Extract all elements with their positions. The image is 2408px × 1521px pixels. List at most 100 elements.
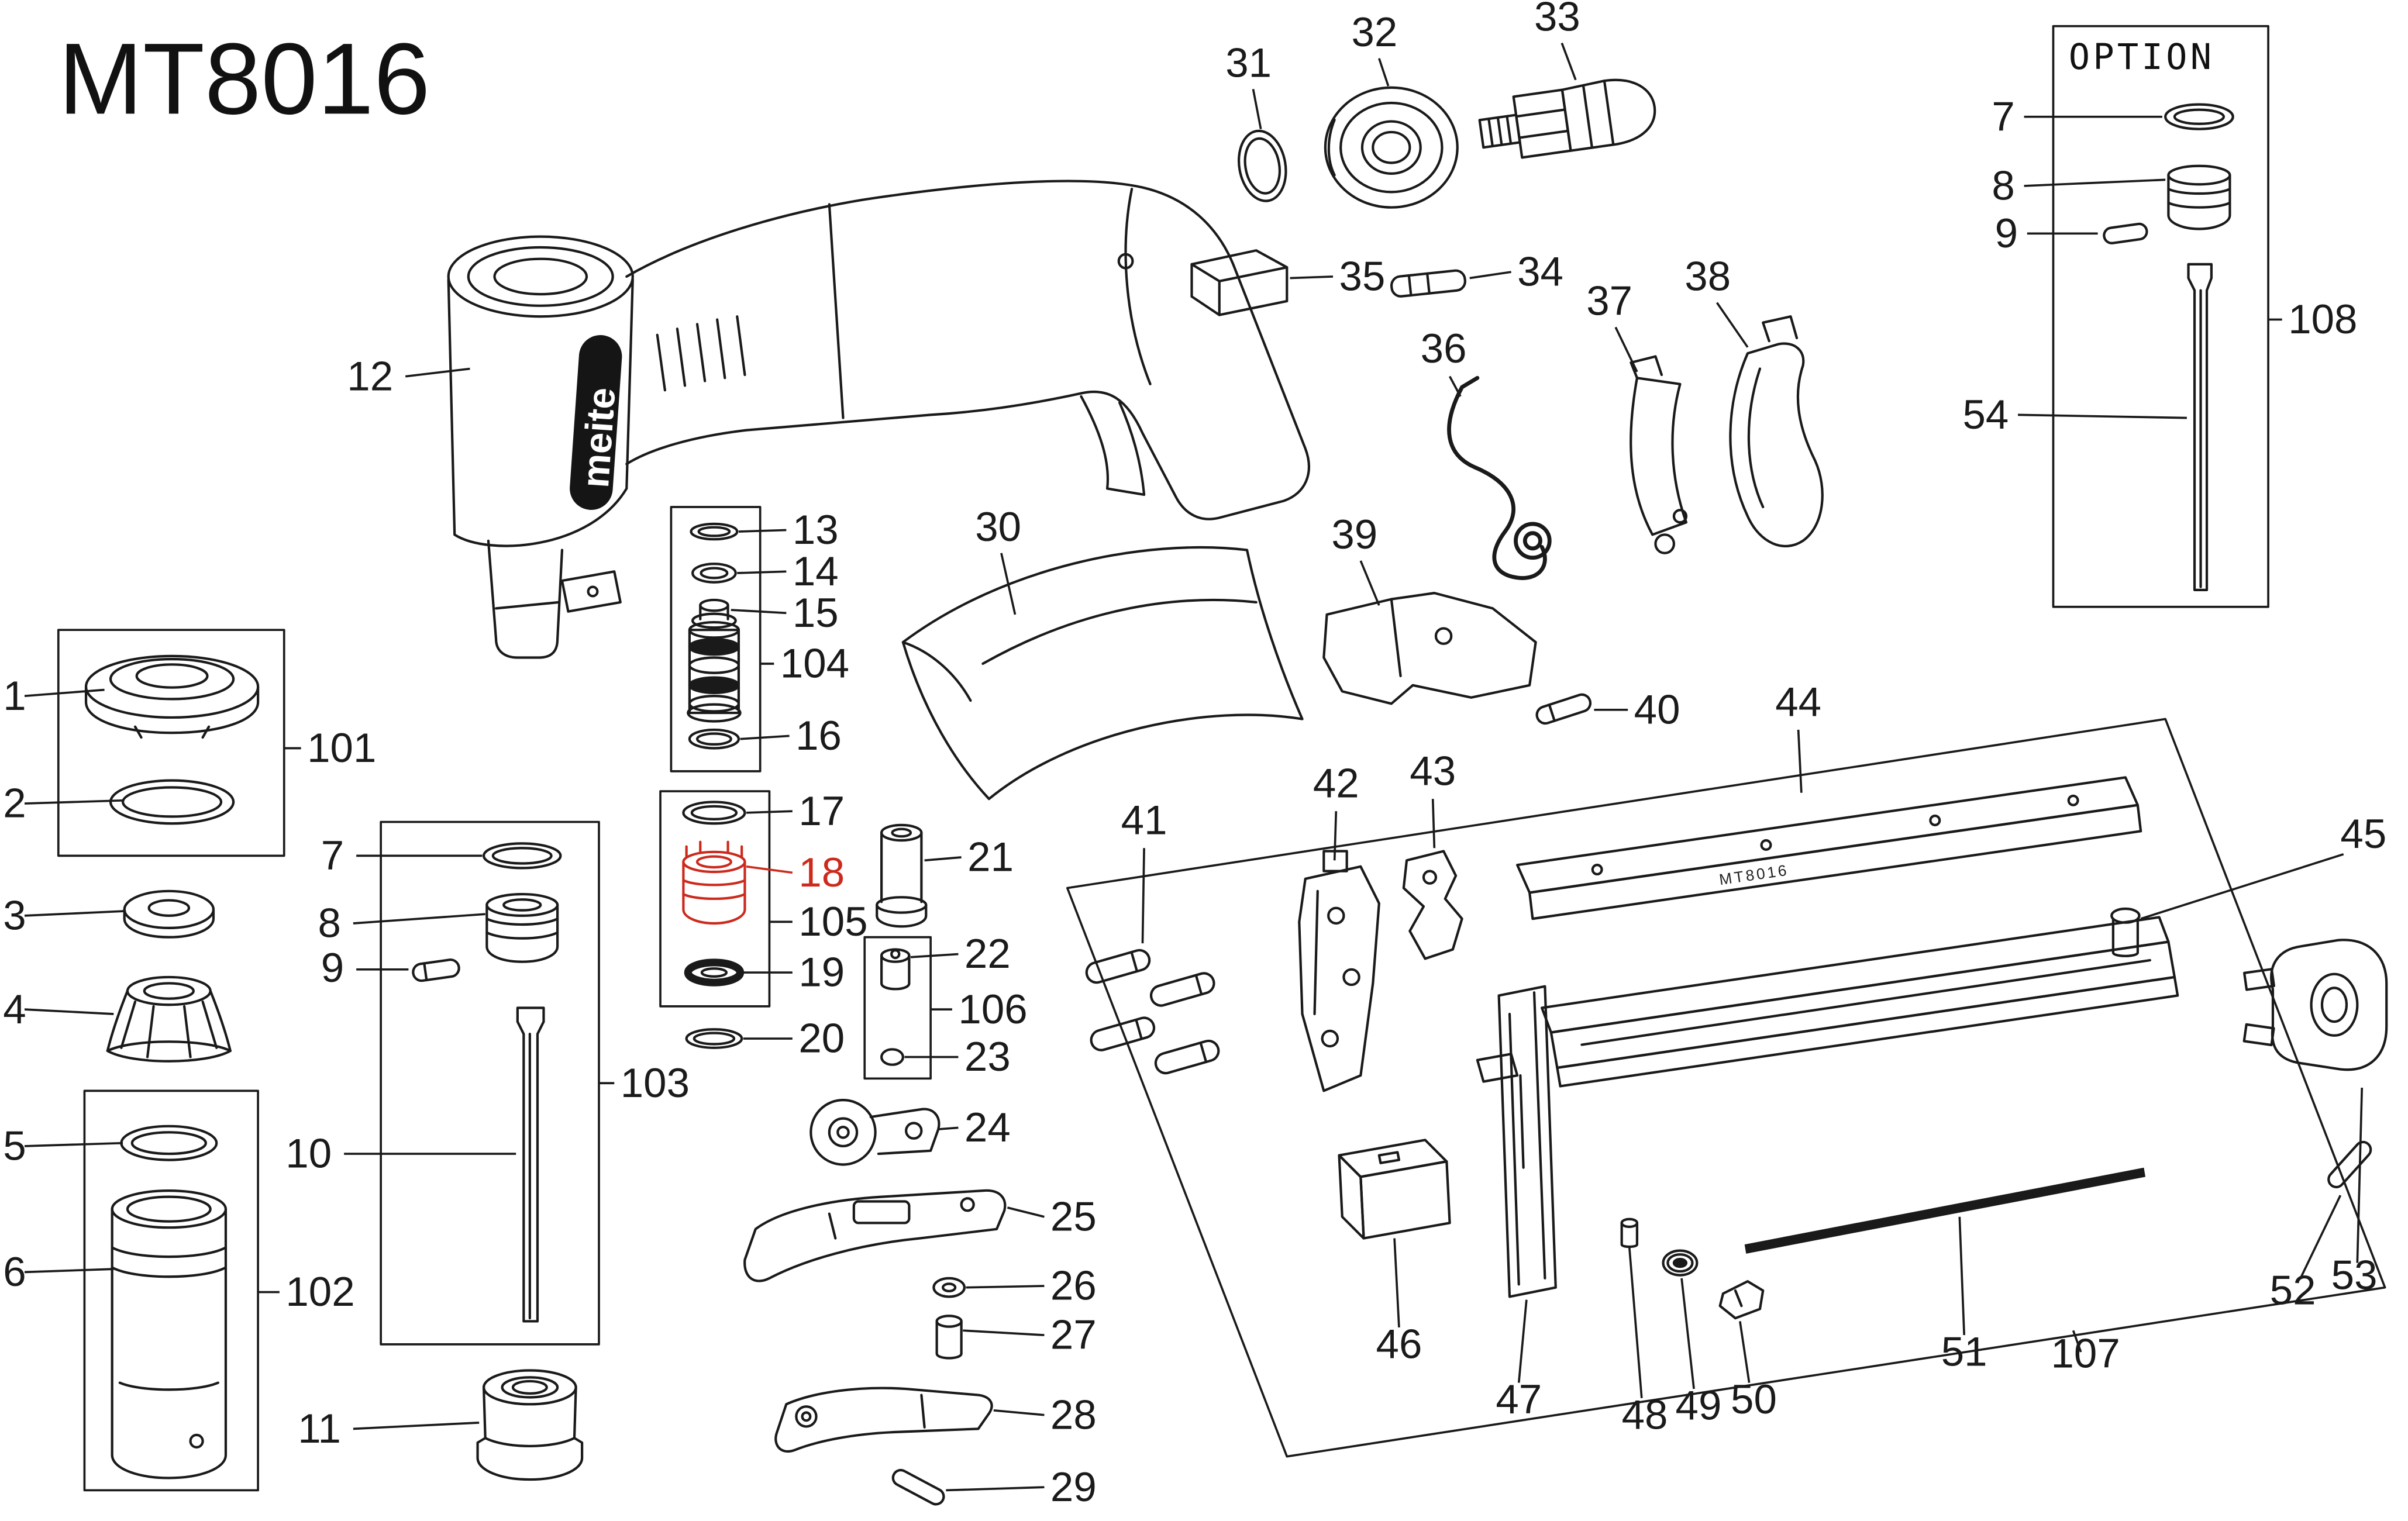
part-14-o-ring [691,563,737,584]
part-47-magazine-body [1476,916,2179,1298]
part-label-18: 18 [798,850,845,896]
part-1-cap [84,654,260,739]
part-label-46: 46 [1376,1321,1422,1367]
leader-line-13 [738,529,787,533]
part-31-o-ring [1237,129,1287,202]
leader-line-36 [1448,375,1462,397]
part-label-30: 30 [975,504,1021,550]
part-label-2: 2 [3,781,26,827]
part-6-cylinder [111,1189,228,1479]
leader-line-14 [737,570,787,574]
part-label-102: 102 [285,1269,354,1315]
leader-line-48 [1628,1247,1643,1398]
part-label-16: 16 [795,713,842,759]
group-box-105 [659,790,771,1008]
part-label-9: 9 [1995,211,2018,257]
part-label-21: 21 [967,834,1014,881]
part-9-pin [412,958,460,982]
part-label-101: 101 [307,725,376,771]
part-24-cam-plate [809,1099,941,1166]
page-title: MT8016 [58,22,430,135]
part-label-38: 38 [1684,254,1731,300]
part-label-19: 19 [798,950,845,996]
part-54-driver-blade [2187,263,2213,591]
part-7-option-o-ring [2164,103,2234,130]
part-label-8: 8 [318,901,340,947]
part-36-spring-lever [1447,375,1552,580]
part-label-5: 5 [3,1123,26,1170]
part-label-47: 47 [1496,1377,1542,1423]
part-label-49: 49 [1676,1383,1722,1429]
part-42-plate [1298,850,1380,1092]
screw-pin [1090,1016,1156,1051]
part-label-15: 15 [793,590,839,636]
leader-line-107 [2072,1330,2082,1353]
part-label-26: 26 [1050,1263,1097,1309]
leader-line-35 [1290,275,1334,280]
magazine-plane-outline [1066,718,2386,1458]
part-12-tool-body: meite [447,180,1310,659]
leader-line-54 [2018,413,2187,419]
part-label-13: 13 [793,507,839,553]
leader-line-8 [2024,178,2166,187]
leader-line-44 [1797,729,1803,793]
part-38-trigger [1729,315,1824,547]
part-label-32: 32 [1352,9,1398,56]
part-labels: 1234561011021037891011121314151041617181… [3,0,2386,1510]
leader-line-6 [24,1268,114,1274]
part-51-rod [1744,1167,2146,1254]
part-label-11: 11 [298,1406,341,1452]
part-label-33: 33 [1534,0,1580,40]
part-label-14: 14 [793,549,839,595]
part-49-grommet [1662,1249,1699,1277]
part-43-bracket [1402,850,1463,960]
part-label-107: 107 [2051,1330,2120,1377]
part-label-48: 48 [1622,1392,1668,1438]
part-label-9: 9 [321,945,344,991]
part-label-12: 12 [347,353,393,399]
part-7-o-ring [482,842,562,870]
part-label-103: 103 [621,1060,690,1106]
leader-line-1 [24,688,105,697]
part-23-hole [880,1048,904,1066]
part-35-deflector [1190,249,1289,316]
part-19-o-ring [684,958,745,987]
part-4-bumper [106,975,232,1063]
part-17-o-ring [682,801,746,825]
leader-line-47 [1517,1299,1528,1383]
leader-line-21 [924,856,962,862]
part-label-36: 36 [1421,326,1467,372]
leader-line-29 [946,1486,1045,1492]
part-label-44: 44 [1775,679,1821,725]
leader-line-4 [24,1008,114,1015]
leader-lines [24,42,2364,1492]
leader-line-51 [1958,1216,1966,1336]
leader-line-24 [938,1126,959,1130]
leader-line-15 [731,609,787,615]
part-5-o-ring [120,1125,218,1161]
part-label-34: 34 [1517,249,1563,295]
leader-line-39 [1359,560,1380,606]
leader-line-41 [1141,848,1145,944]
leader-line-18 [746,865,793,874]
part-53-end-cap [2242,939,2388,1071]
part-label-4: 4 [3,987,26,1033]
part-label-40: 40 [1634,687,1680,733]
part-37-lever [1630,355,1688,554]
group-box-101 [57,629,285,857]
part-21-guide-pin [876,823,928,928]
part-9-option-pin [2103,222,2148,244]
leader-line-8 [353,913,485,925]
part-label-54: 54 [1962,392,2009,438]
part-label-41: 41 [1121,798,1167,844]
leader-line-30 [1000,553,1017,615]
part-label-39: 39 [1331,512,1377,558]
part-50-clip [1718,1280,1765,1320]
screw-pin [1154,1039,1220,1075]
part-8-piston [485,892,559,963]
part-label-20: 20 [798,1016,845,1062]
leader-line-26 [966,1285,1045,1289]
part-27-bushing [935,1315,963,1360]
part-33-air-plug [1478,78,1656,159]
part-15-valve-stem [691,598,737,629]
